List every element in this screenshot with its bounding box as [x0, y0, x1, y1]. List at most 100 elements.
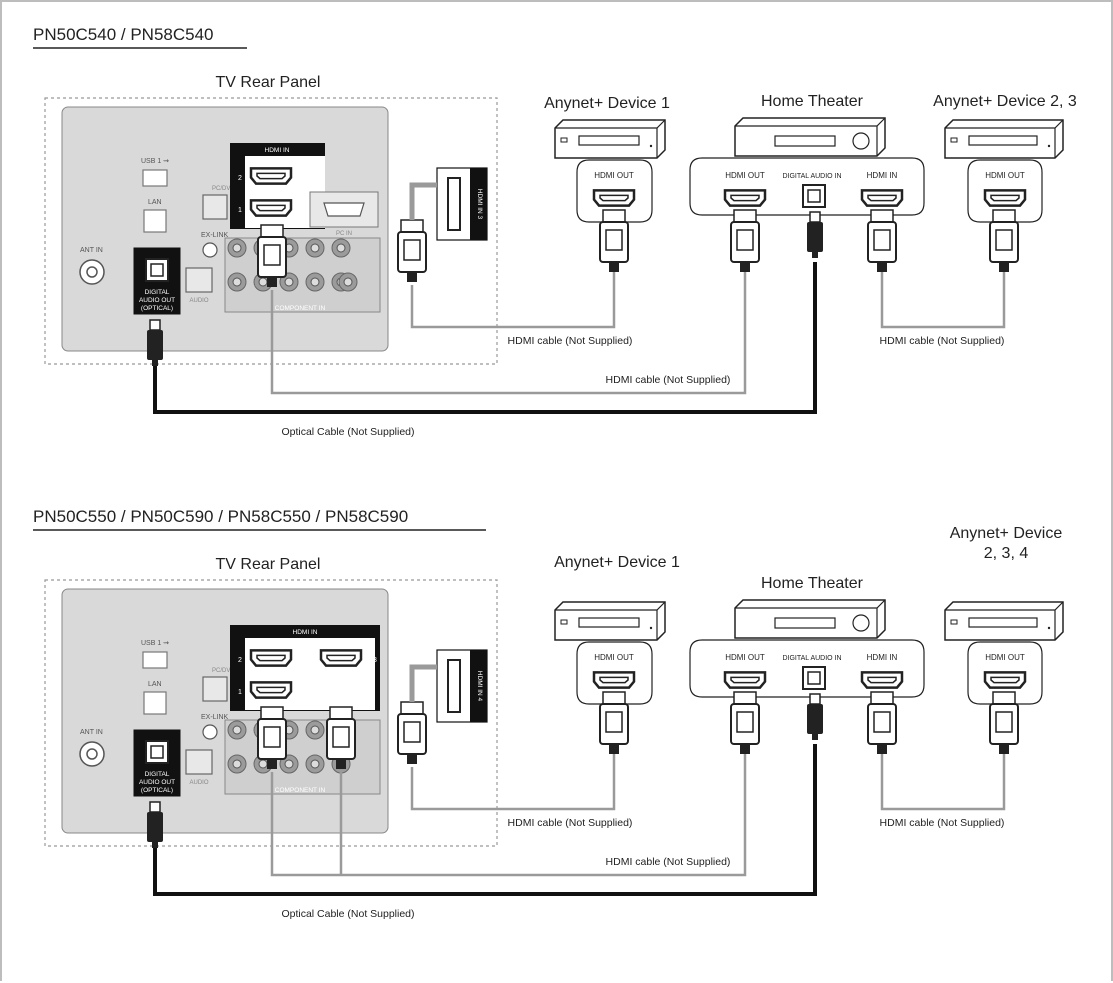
- hdmi-plug-icon: [397, 701, 427, 764]
- section-title: PN50C540 / PN58C540: [33, 25, 214, 44]
- device-1-label: Anynet+ Device 1: [544, 95, 670, 112]
- component-in-block: [224, 719, 381, 795]
- ht-hdmi-in-label: HDMI IN: [867, 653, 898, 662]
- hdmi-port-icon: [249, 167, 293, 185]
- hdmi-cable-label-2: HDMI cable (Not Supplied): [606, 374, 731, 386]
- rca-jack-icon: [305, 754, 325, 774]
- lan-label: LAN: [148, 199, 162, 206]
- hdmi-plug-icon: [867, 209, 897, 272]
- side-hdmi-label: HDMI IN 4: [476, 671, 483, 702]
- ex-link-label: EX-LINK: [201, 714, 229, 721]
- hdmi-2-label: 2: [238, 657, 242, 664]
- ht-hdmi-in-label: HDMI IN: [867, 171, 898, 180]
- hdmi-cable-label-3: HDMI cable (Not Supplied): [880, 817, 1005, 829]
- hdmi-plug-icon: [599, 691, 629, 754]
- hdmi-port-icon: [319, 649, 363, 667]
- ant-in-label: ANT IN: [80, 729, 103, 736]
- tv-rear-panel: [61, 106, 389, 352]
- component-in-label: COMPONENT IN: [275, 305, 326, 312]
- hdmi-port-icon: [249, 199, 293, 217]
- hdmi-in-header: HDMI IN: [265, 147, 290, 154]
- pc-audio-port-icon: [202, 676, 228, 702]
- hdmi-cable-label-3: HDMI cable (Not Supplied): [880, 335, 1005, 347]
- hdmi-2-label: 2: [238, 175, 242, 182]
- hdmi-port-icon: [723, 189, 767, 207]
- optical-cable: [153, 262, 817, 414]
- hdmi-plug-icon: [599, 209, 629, 272]
- ht-hdmi-out-label: HDMI OUT: [725, 653, 765, 662]
- side-hdmi-cable: [409, 664, 437, 702]
- section-title: PN50C550 / PN50C590 / PN58C550 / PN58C59…: [33, 507, 408, 526]
- audio-out-port-icon: [185, 267, 213, 293]
- hdmi-cable-label-1: HDMI cable (Not Supplied): [508, 817, 633, 829]
- digital-audio-out-label: (OPTICAL): [141, 305, 173, 312]
- device-last-label: 2, 3, 4: [984, 545, 1029, 562]
- rca-jack-icon: [305, 720, 325, 740]
- hdmi-3-label: 3: [373, 657, 377, 664]
- hdmi-port-icon: [592, 671, 636, 689]
- hdmi-port-icon: [983, 189, 1027, 207]
- rca-jack-icon: [227, 238, 247, 258]
- hdmi-plug-icon: [730, 209, 760, 272]
- hdmi-cable-label-2: HDMI cable (Not Supplied): [606, 856, 731, 868]
- hdmi-plug-icon: [989, 691, 1019, 754]
- hdmi-out-label: HDMI OUT: [594, 171, 634, 180]
- device-last-label: Anynet+ Device: [950, 525, 1063, 542]
- hdmi-port-icon: [723, 671, 767, 689]
- component-in-label: COMPONENT IN: [275, 787, 326, 794]
- rear-panel-label: TV Rear Panel: [216, 556, 321, 573]
- home-theater-icon: [734, 599, 886, 639]
- device-last-hdmi-out-label: HDMI OUT: [985, 171, 1025, 180]
- hdmi-plug-icon: [257, 224, 287, 287]
- hdmi-port-icon: [592, 189, 636, 207]
- usb-label: USB 1 ⇝: [141, 640, 169, 647]
- optical-plug-icon: [807, 211, 823, 258]
- optical-cable: [153, 744, 817, 896]
- hdmi-port-icon: [983, 671, 1027, 689]
- hdmi-plug-icon: [326, 706, 356, 769]
- optical-plug-icon: [147, 801, 163, 848]
- optical-port-icon: [145, 740, 169, 764]
- home-theater-icon: [734, 117, 886, 157]
- ant-in-label: ANT IN: [80, 247, 103, 254]
- hdmi-in-header: HDMI IN: [293, 629, 318, 636]
- rca-jack-icon: [331, 238, 351, 258]
- hdmi-cable-device1: [410, 270, 616, 329]
- audio-out-label: AUDIO: [189, 780, 208, 786]
- optical-cable-label: Optical Cable (Not Supplied): [281, 908, 414, 920]
- audio-out-port-icon: [185, 749, 213, 775]
- home-theater-label: Home Theater: [761, 93, 864, 110]
- hdmi-plug-icon: [867, 691, 897, 754]
- hdmi-plug-icon: [989, 209, 1019, 272]
- hdmi-plug-icon: [257, 706, 287, 769]
- pc-audio-label: PC/DVI: [212, 186, 232, 192]
- diagram-section-2: PN50C550 / PN50C590 / PN58C550 / PN58C59…: [33, 507, 1064, 920]
- rca-jack-icon: [227, 754, 247, 774]
- rca-jack-icon: [305, 272, 325, 292]
- side-hdmi-cable: [409, 182, 437, 220]
- hdmi-port-icon: [249, 681, 293, 699]
- ex-link-port-icon: [202, 724, 218, 740]
- hdmi-port-icon: [249, 649, 293, 667]
- ht-digital-audio-in-label: DIGITAL AUDIO IN: [782, 173, 841, 180]
- hdmi-cable-label-1: HDMI cable (Not Supplied): [508, 335, 633, 347]
- device-1-label: Anynet+ Device 1: [554, 554, 680, 571]
- ex-link-label: EX-LINK: [201, 232, 229, 239]
- digital-audio-out-label: (OPTICAL): [141, 787, 173, 794]
- hdmi-out-label: HDMI OUT: [594, 653, 634, 662]
- antenna-port-icon: [79, 259, 105, 285]
- pc-audio-label: PC/DVI: [212, 668, 232, 674]
- lan-port-icon: [143, 691, 167, 715]
- rca-jack-icon: [305, 238, 325, 258]
- home-theater-label: Home Theater: [761, 575, 864, 592]
- hdmi-port-icon: [860, 189, 904, 207]
- optical-port-icon: [145, 258, 169, 282]
- hdmi-cable-device1: [410, 752, 616, 811]
- hdmi-cable-device-last: [880, 270, 1006, 329]
- optical-plug-icon: [147, 319, 163, 366]
- lan-port-icon: [143, 209, 167, 233]
- digital-audio-out-label: DIGITAL: [145, 771, 170, 778]
- hdmi-cable-device-last: [880, 752, 1006, 811]
